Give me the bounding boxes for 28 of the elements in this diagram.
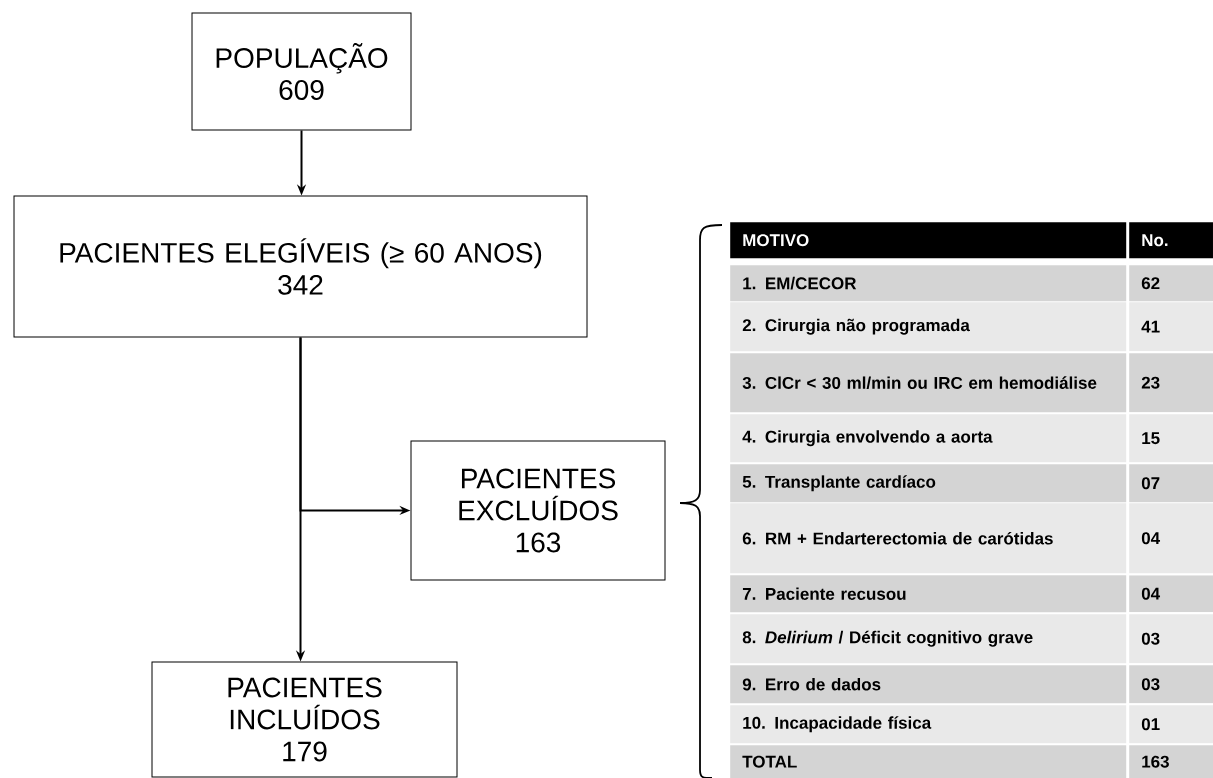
table-cell: 2. Cirurgia não programada	[730, 302, 1127, 352]
process-box: PACIENTES EXCLUÍDOS 163	[410, 440, 666, 581]
table-cell: 03	[1129, 665, 1213, 704]
table-cell: 7. Paciente recusou	[730, 575, 1127, 613]
table-cell: 163	[1129, 745, 1213, 778]
table-cell: 9. Erro de dados	[730, 665, 1127, 704]
process-box: POPULAÇÃO 609	[191, 12, 412, 131]
table-cell: 10. Incapacidade física	[730, 705, 1127, 744]
table-cell: 03	[1129, 614, 1213, 664]
table-cell: 3. ClCr < 30 ml/min ou IRC em hemodiálise	[730, 353, 1127, 413]
table-cell: 01	[1129, 705, 1213, 744]
table-cell: 41	[1129, 302, 1213, 352]
table-header: MOTIVO	[730, 222, 1127, 259]
table-cell: 6. RM + Endarterectomia de carótidas	[730, 503, 1127, 574]
table-cell: 4. Cirurgia envolvendo a aorta	[730, 414, 1127, 463]
table-cell: 5. Transplante cardíaco	[730, 464, 1127, 503]
table-cell: 04	[1129, 575, 1213, 613]
table-header: No.	[1129, 222, 1213, 259]
table-cell: 07	[1129, 464, 1213, 503]
table-cell: 8. Delirium / Déficit cognitivo grave	[730, 614, 1127, 664]
table-cell: 04	[1129, 503, 1213, 574]
table-cell: 15	[1129, 414, 1213, 463]
table-cell: 62	[1129, 265, 1213, 302]
process-box: PACIENTES ELEGÍVEIS (≥ 60 ANOS) 342	[13, 195, 588, 338]
process-box: PACIENTES INCLUÍDOS 179	[151, 661, 458, 778]
table-cell: 1. EM/CECOR	[730, 265, 1127, 302]
table-cell: TOTAL	[730, 745, 1127, 778]
table-cell: 23	[1129, 353, 1213, 413]
